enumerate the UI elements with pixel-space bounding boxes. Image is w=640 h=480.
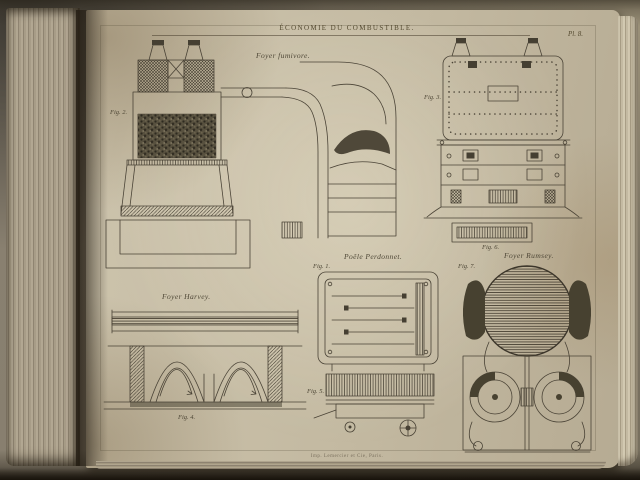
header-rule xyxy=(152,35,530,36)
plate-title: ÉCONOMIE DU COMBUSTIBLE. xyxy=(279,24,415,32)
fig6-label: Fig. 6. xyxy=(482,244,500,251)
fig1-label: Fig. 1. xyxy=(313,263,331,270)
fig2-furnace-section xyxy=(105,40,287,269)
harvey-caption: Foyer Harvey. xyxy=(162,292,211,301)
fumivore-caption: Foyer fumivore. xyxy=(256,51,311,60)
bottom-page-edges xyxy=(96,461,606,469)
fig5-grate-carriage xyxy=(313,373,435,437)
right-page-edges xyxy=(618,16,638,466)
imprint: Imp. Lemercier et Cie, Paris. xyxy=(310,454,384,459)
fig5-label: Fig. 5. xyxy=(307,388,325,395)
fig1-perdonnet-stove xyxy=(317,271,439,372)
fig6-grate-bar xyxy=(451,222,533,243)
fig4-label: Fig. 4. xyxy=(178,414,196,421)
fig7-rumsey-apparatus xyxy=(462,265,592,453)
table-shadow xyxy=(0,468,640,480)
flue-elbow-section xyxy=(281,61,397,239)
gutter-shadow xyxy=(76,10,108,466)
fig7-label: Fig. 7. xyxy=(458,263,476,270)
plate-number: Pl. 8. xyxy=(568,30,583,38)
rumsey-caption: Foyer Rumsey. xyxy=(504,251,554,260)
fig3-boiler-elevation xyxy=(423,38,583,219)
fig4-harvey-section xyxy=(103,309,307,410)
fig2-label: Fig. 2. xyxy=(110,109,128,116)
perdonnet-caption: Poêle Perdonnet. xyxy=(344,252,403,261)
fig3-label: Fig. 3. xyxy=(424,94,442,101)
left-page-edges xyxy=(6,8,80,466)
